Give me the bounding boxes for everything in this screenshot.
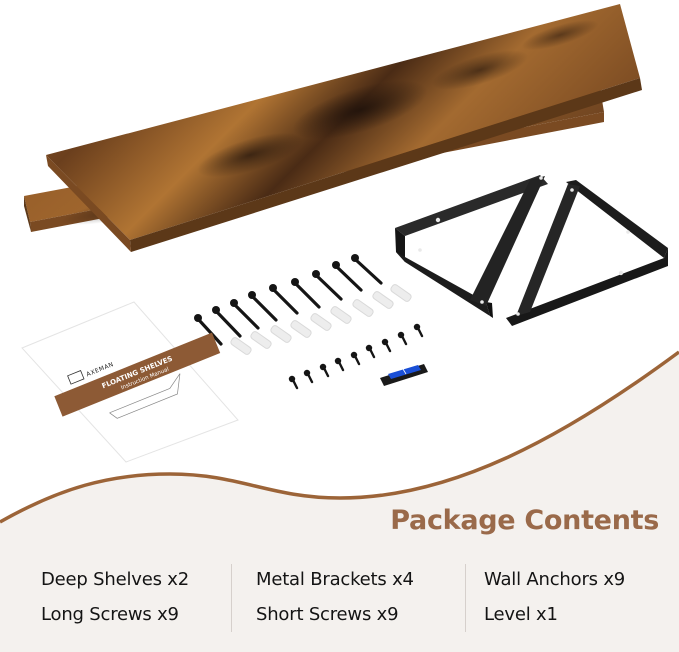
axeman-logo-icon [67, 370, 85, 385]
spirit-level [380, 364, 428, 386]
contents-item-metal-brackets: Metal Brackets x4 [256, 569, 414, 590]
short-screws [288, 323, 424, 390]
column-divider [231, 564, 232, 632]
package-contents-list: Deep Shelves x2 Long Screws x9 Metal Bra… [0, 562, 679, 640]
contents-item-deep-shelves: Deep Shelves x2 [41, 569, 189, 590]
metal-bracket-right [506, 180, 668, 326]
metal-bracket-left [395, 175, 548, 318]
column-divider [465, 564, 466, 632]
contents-panel-background [0, 350, 679, 652]
contents-item-wall-anchors: Wall Anchors x9 [484, 569, 626, 590]
contents-item-long-screws: Long Screws x9 [41, 604, 179, 625]
contents-item-short-screws: Short Screws x9 [256, 604, 399, 625]
long-screws [194, 254, 383, 346]
wall-anchors [230, 284, 412, 355]
shelf-board-upper [46, 4, 642, 252]
package-contents-title: Package Contents [390, 505, 659, 536]
contents-item-level: Level x1 [484, 604, 558, 625]
contents-column-3: Wall Anchors x9 Level x1 [484, 562, 625, 632]
contents-column-1: Deep Shelves x2 Long Screws x9 [41, 562, 189, 632]
instruction-manual: AXEMAN FLOATING SHELVES Instruction Manu… [21, 301, 239, 463]
contents-column-2: Metal Brackets x4 Short Screws x9 [256, 562, 414, 632]
